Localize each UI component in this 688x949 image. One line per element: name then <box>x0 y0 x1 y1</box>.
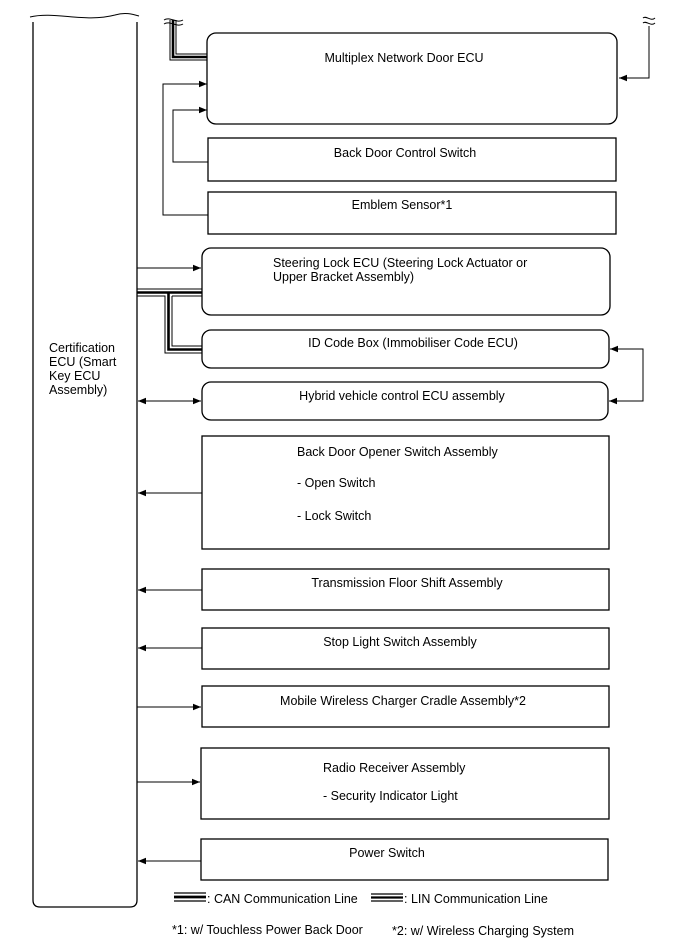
note-touchless-power-back-door: *1: w/ Touchless Power Back Door <box>172 923 363 937</box>
open-switch-label: - Open Switch <box>297 476 376 490</box>
certification-ecu-label-4: Assembly) <box>49 383 107 397</box>
legend: : CAN Communication Line : LIN Communica… <box>174 892 548 906</box>
can-line-multiplex <box>163 18 208 61</box>
multiplex-network-door-ecu: Multiplex Network Door ECU <box>206 32 618 125</box>
emblem-to-multiplex-line <box>162 80 208 216</box>
steering-lock-label-2: Upper Bracket Assembly) <box>273 270 414 284</box>
emblem-sensor: Emblem Sensor*1 <box>207 191 617 235</box>
multiplex-label: Multiplex Network Door ECU <box>324 51 483 65</box>
stop-light-switch-assembly: Stop Light Switch Assembly <box>201 627 610 670</box>
hybrid-label: Hybrid vehicle control ECU assembly <box>299 389 505 403</box>
mobile-wireless-charger-cradle: Mobile Wireless Charger Cradle Assembly*… <box>201 685 610 728</box>
lin-legend-symbol <box>371 893 403 902</box>
stop-light-label: Stop Light Switch Assembly <box>323 635 477 649</box>
certification-ecu-label-1: Certification <box>49 341 115 355</box>
back-door-opener-label: Back Door Opener Switch Assembly <box>297 445 499 459</box>
hybrid-idcode-link <box>609 345 644 405</box>
steering-lock-label-1: Steering Lock ECU (Steering Lock Actuato… <box>273 256 527 270</box>
lin-legend-label: : LIN Communication Line <box>404 892 548 906</box>
certification-ecu-label-2: ECU (Smart <box>49 355 117 369</box>
can-legend-label: : CAN Communication Line <box>207 892 358 906</box>
back-door-control-to-multiplex-line <box>172 106 208 163</box>
back-door-opener-switch-assembly: Back Door Opener Switch Assembly - Open … <box>201 435 610 550</box>
back-door-control-switch: Back Door Control Switch <box>207 137 617 182</box>
power-switch: Power Switch <box>200 838 609 881</box>
power-switch-label: Power Switch <box>349 846 425 860</box>
wireless-charger-label: Mobile Wireless Charger Cradle Assembly*… <box>280 694 526 708</box>
hybrid-vehicle-control-ecu: Hybrid vehicle control ECU assembly <box>201 381 609 421</box>
id-code-label: ID Code Box (Immobiliser Code ECU) <box>308 336 518 350</box>
id-code-box: ID Code Box (Immobiliser Code ECU) <box>201 329 610 369</box>
lock-switch-label: - Lock Switch <box>297 509 371 523</box>
security-indicator-label: - Security Indicator Light <box>323 789 458 803</box>
radio-receiver-assembly: Radio Receiver Assembly - Security Indic… <box>200 747 610 820</box>
lin-line <box>137 288 202 354</box>
steering-lock-ecu: Steering Lock ECU (Steering Lock Actuato… <box>201 247 611 316</box>
radio-label: Radio Receiver Assembly <box>323 761 466 775</box>
can-legend-symbol <box>174 892 206 902</box>
certification-ecu-label-3: Key ECU <box>49 369 100 383</box>
multiplex-external-line <box>619 16 656 82</box>
certification-ecu: Certification ECU (Smart Key ECU Assembl… <box>29 12 140 908</box>
back-door-control-label: Back Door Control Switch <box>334 146 476 160</box>
transmission-label: Transmission Floor Shift Assembly <box>311 576 503 590</box>
transmission-floor-shift-assembly: Transmission Floor Shift Assembly <box>201 568 610 611</box>
emblem-label: Emblem Sensor*1 <box>352 198 453 212</box>
note-wireless-charging-system: *2: w/ Wireless Charging System <box>392 924 574 938</box>
